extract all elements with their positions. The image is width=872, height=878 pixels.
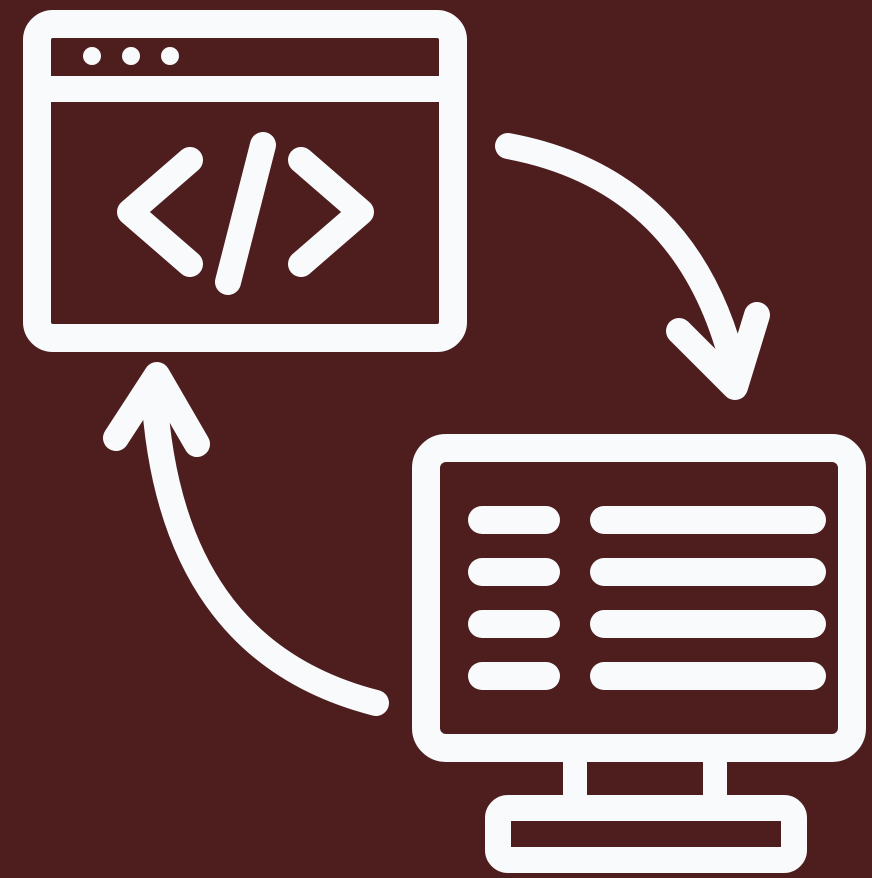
arrow-head	[103, 362, 210, 457]
arrow-shaft	[495, 133, 748, 385]
monitor-stand-base	[485, 795, 807, 873]
browser-window-icon	[23, 10, 467, 352]
curved-arrow-down-right-icon	[495, 133, 770, 400]
code-brackets-icon	[117, 132, 374, 295]
window-dot	[122, 47, 140, 65]
arrow-shaft	[141, 377, 389, 716]
browser-window-dots	[83, 47, 179, 65]
monitor-screen	[412, 434, 866, 762]
code-slash	[215, 132, 276, 295]
curved-arrow-up-left-icon	[103, 362, 389, 716]
arrow-head	[666, 302, 770, 400]
right-angle-bracket	[288, 147, 374, 277]
illustration-strokes	[23, 10, 866, 873]
text-lines-icon	[468, 506, 826, 690]
left-angle-bracket	[117, 147, 203, 277]
window-dot	[83, 47, 101, 65]
window-dot	[161, 47, 179, 65]
browser-frame	[23, 10, 467, 352]
desktop-monitor-icon	[412, 434, 866, 873]
